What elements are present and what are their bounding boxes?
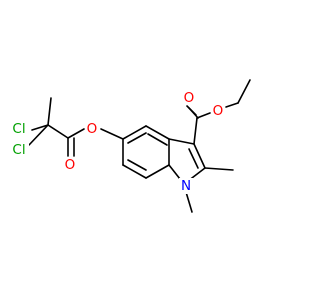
bond (145, 164, 170, 179)
bond (127, 132, 147, 144)
bond (225, 102, 239, 108)
bond (237, 79, 251, 104)
atom-o-ether-ester: O (213, 103, 224, 119)
bond (145, 125, 170, 140)
structure-svg: O O O O N Cl Cl (9, 79, 251, 213)
bond (168, 164, 181, 180)
bond (188, 107, 199, 119)
bond (47, 124, 69, 139)
bond (188, 148, 199, 169)
bond (122, 164, 147, 179)
bond (28, 124, 49, 146)
bond (147, 133, 168, 146)
bonds (28, 79, 251, 213)
bond (47, 97, 52, 126)
bond (193, 143, 206, 169)
atom-o-aryl-ester: O (87, 121, 98, 137)
bond (204, 167, 234, 171)
bond (67, 128, 85, 139)
bond (127, 159, 147, 171)
bond (31, 124, 49, 131)
atom-n-indole: N (181, 178, 191, 194)
atom-o-carbonyl-dcp: O (65, 157, 76, 173)
bond (185, 191, 193, 213)
atom-cl-upper: Cl (12, 121, 25, 137)
atom-cl-lower: Cl (12, 142, 25, 158)
bond (168, 138, 195, 145)
molecule-canvas: O O O O N Cl Cl (9, 79, 251, 213)
bond (122, 125, 147, 140)
bond (100, 128, 124, 140)
bond (193, 117, 198, 145)
bond (196, 112, 211, 119)
atom-o-carbonyl-ester: O (184, 90, 195, 106)
atom-labels: O O O O N Cl Cl (9, 89, 225, 194)
